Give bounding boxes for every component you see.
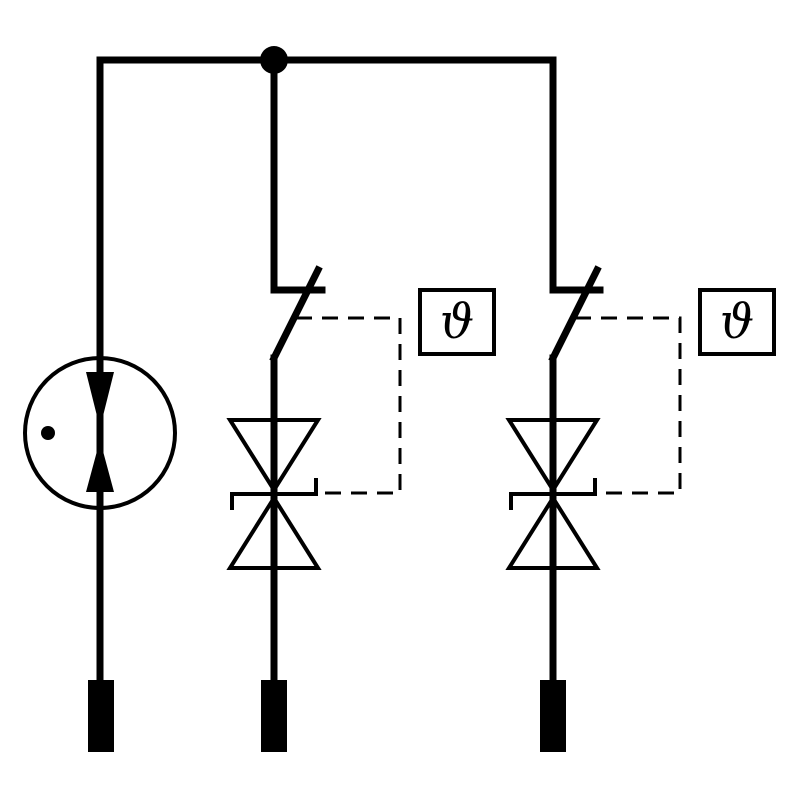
branch-1-thermal-sensor-icon: ϑ (418, 288, 496, 356)
terminal-right (540, 680, 566, 752)
branch-2-sensor-label: ϑ (720, 294, 754, 350)
branch-1-wire-top (270, 56, 326, 294)
branch-1-suppressor-icon (226, 416, 322, 572)
branch-2-dashed-link (575, 316, 682, 495)
branch-2-wire-top (549, 56, 604, 294)
branch-1-dashed-link (296, 316, 402, 495)
branch-1-sensor-label: ϑ (440, 294, 474, 350)
branch-2-switch-icon (548, 265, 602, 363)
branch-2-suppressor-icon (505, 416, 601, 572)
branch-1: ϑ (226, 56, 496, 752)
terminal-left (88, 680, 114, 752)
branch-1-switch-icon (269, 265, 323, 363)
branch-2: ϑ (505, 56, 776, 752)
terminal-middle (261, 680, 287, 752)
branch-2-thermal-sensor-icon: ϑ (698, 288, 776, 356)
current-source-icon (23, 356, 177, 510)
top-bus-wire (96, 56, 557, 694)
